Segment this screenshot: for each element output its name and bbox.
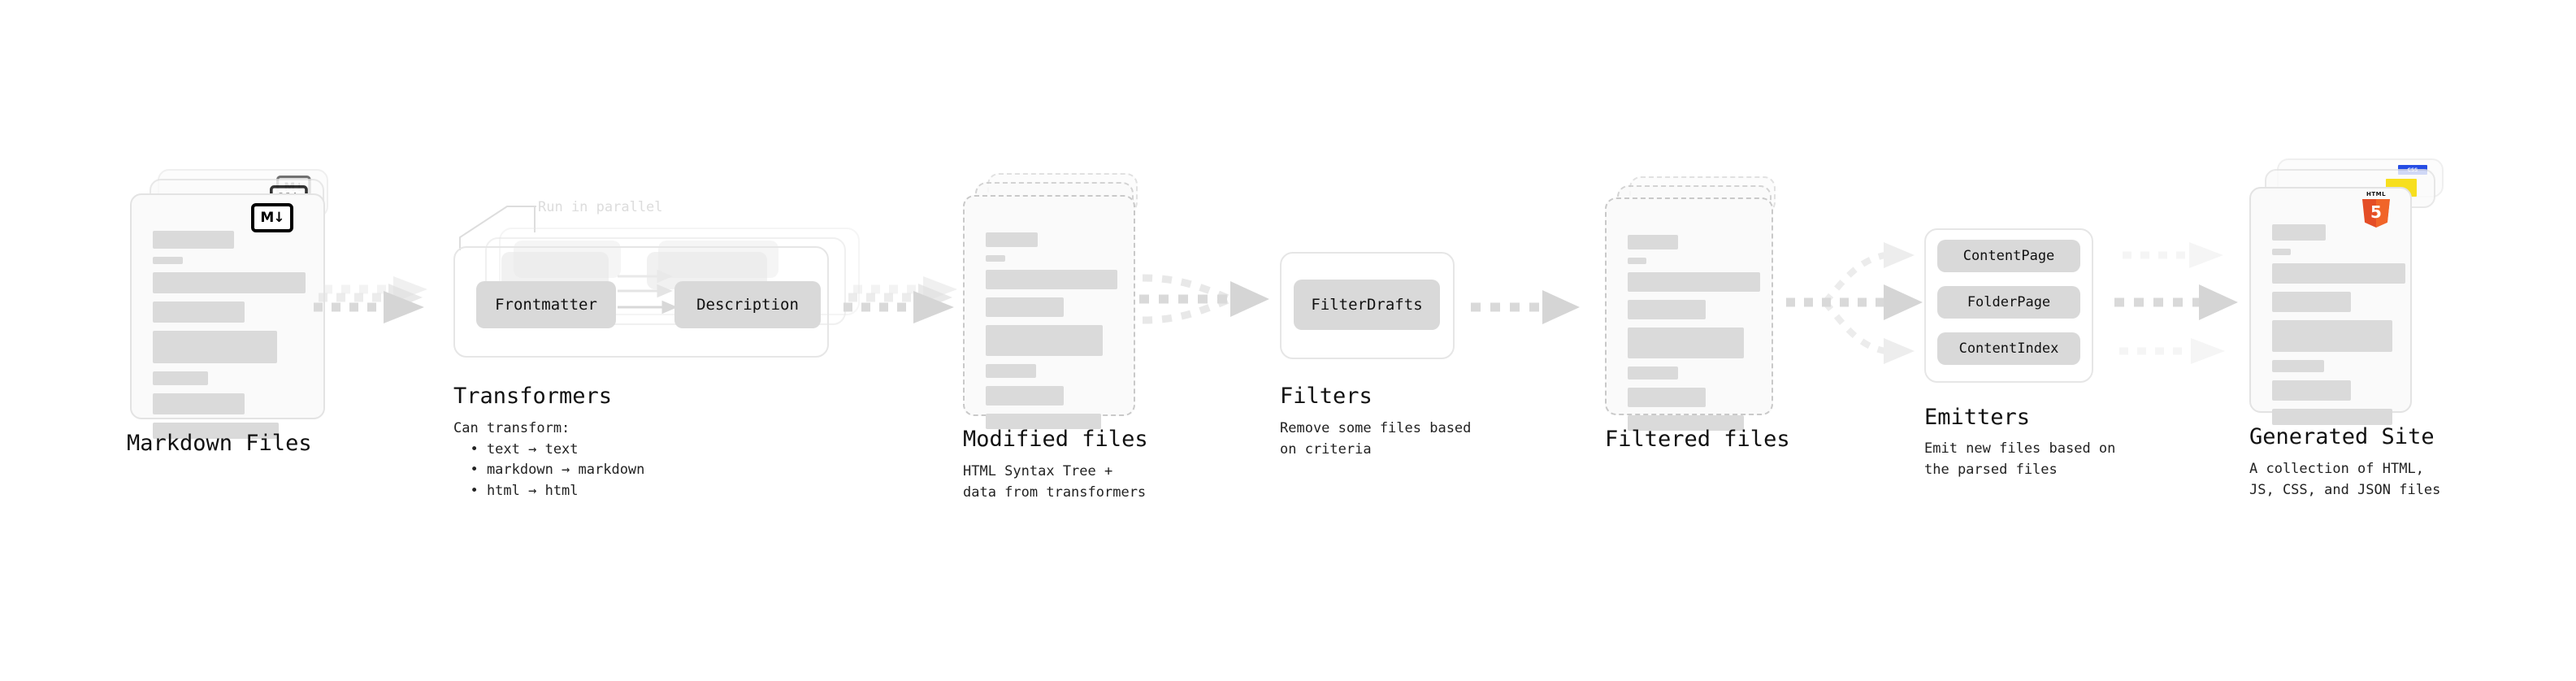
- stage-subtitle-modified-files: HTML Syntax Tree + data from transformer…: [963, 463, 1147, 501]
- skeleton-bar: [2272, 263, 2405, 284]
- skeleton-bar: [2272, 360, 2324, 372]
- skeleton-bar: [1628, 367, 1678, 380]
- skeleton-bar: [1628, 388, 1706, 407]
- skeleton-bar: [2272, 224, 2326, 241]
- site-card-front: [2249, 187, 2412, 425]
- skeleton-bar: [986, 232, 1038, 247]
- emitter-chip-contentpage[interactable]: ContentPage: [1937, 240, 2080, 272]
- html5-icon-shield: 5: [2362, 199, 2390, 228]
- transformer-chip-description[interactable]: Description: [674, 281, 821, 328]
- connector-emitters-to-site: [2114, 242, 2238, 364]
- stage-title-markdown-files: Markdown Files: [127, 431, 312, 456]
- html5-icon-label: HTML: [2366, 191, 2387, 197]
- markdown-card-front: [130, 193, 325, 439]
- skeleton-bar: [986, 325, 1103, 356]
- skeleton-bar: [153, 272, 306, 293]
- transformer-inner-arrows: [618, 269, 678, 314]
- skeleton-bar: [1628, 300, 1706, 319]
- skeleton-bar: [986, 255, 1005, 262]
- emitter-chip-contentindex[interactable]: ContentIndex: [1937, 332, 2080, 365]
- connector-filters-to-filtered: [1471, 290, 1580, 324]
- filtered-card-skeleton: [1628, 235, 1760, 439]
- modified-card-front: [963, 195, 1135, 429]
- skeleton-bar: [153, 393, 245, 414]
- stage-subtitle-filters: Remove some files based on criteria: [1280, 420, 1472, 458]
- skeleton-bar: [1628, 272, 1760, 292]
- stage-subtitle-emitters: Emit new files based on the parsed files: [1924, 440, 2116, 478]
- skeleton-bar: [1628, 415, 1744, 431]
- transformer-chip-frontmatter[interactable]: Frontmatter: [476, 281, 616, 328]
- skeleton-bar: [2272, 292, 2351, 312]
- skeleton-bar: [986, 414, 1101, 429]
- markdown-icon: M↓: [251, 203, 293, 232]
- stage-title-transformers: Transformers: [453, 384, 613, 409]
- skeleton-bar: [2272, 409, 2392, 425]
- generated-site-card-stack: CSS HTML 5: [0, 0, 2444, 425]
- stage-title-generated-site: Generated Site: [2249, 424, 2435, 449]
- stage-title-emitters: Emitters: [1924, 405, 2031, 430]
- skeleton-bar: [153, 423, 279, 439]
- skeleton-bar: [153, 331, 277, 363]
- emitters-group: [1924, 228, 2093, 383]
- connector-filtered-to-emitters: [1786, 242, 1923, 364]
- connector-md-to-transformers: [314, 276, 427, 323]
- markdown-card-skeleton: [153, 231, 306, 447]
- skeleton-bar: [986, 297, 1064, 317]
- skeleton-bar: [153, 371, 208, 385]
- stage-subtitle-generated-site: A collection of HTML, JS, CSS, and JSON …: [2249, 461, 2441, 498]
- stage-title-modified-files: Modified files: [963, 427, 1148, 452]
- modified-card-skeleton: [986, 232, 1117, 437]
- stage-subtitle-transformers: Can transform: • text → text • markdown …: [453, 420, 645, 499]
- filtered-card-front: [1605, 197, 1773, 431]
- skeleton-bar: [2272, 380, 2351, 401]
- skeleton-bar: [1628, 327, 1744, 358]
- skeleton-bar: [153, 301, 245, 323]
- html5-icon: HTML 5: [2361, 192, 2392, 228]
- run-in-parallel-label: Run in parallel: [538, 199, 663, 215]
- connector-modified-to-filters: [1139, 274, 1269, 324]
- stage-title-filtered-files: Filtered files: [1605, 427, 1790, 452]
- skeleton-bar: [986, 270, 1117, 289]
- connector-transformers-to-modified: [843, 276, 957, 323]
- skeleton-bar: [2272, 320, 2392, 352]
- site-card-skeleton: [2272, 224, 2405, 433]
- skeleton-bar: [2272, 249, 2291, 255]
- skeleton-bar: [153, 231, 234, 249]
- filter-chip-filterdrafts[interactable]: FilterDrafts: [1294, 280, 1440, 330]
- html5-icon-number: 5: [2370, 202, 2382, 222]
- transformers-group: [453, 246, 829, 358]
- skeleton-bar: [1628, 258, 1646, 264]
- run-in-parallel-bracket: [459, 206, 536, 250]
- emitter-chip-folderpage[interactable]: FolderPage: [1937, 286, 2080, 319]
- skeleton-bar: [1628, 235, 1678, 249]
- skeleton-bar: [153, 257, 183, 264]
- filters-group: [1280, 252, 1455, 359]
- stage-title-filters: Filters: [1280, 384, 1373, 409]
- skeleton-bar: [986, 386, 1064, 406]
- skeleton-bar: [986, 364, 1036, 378]
